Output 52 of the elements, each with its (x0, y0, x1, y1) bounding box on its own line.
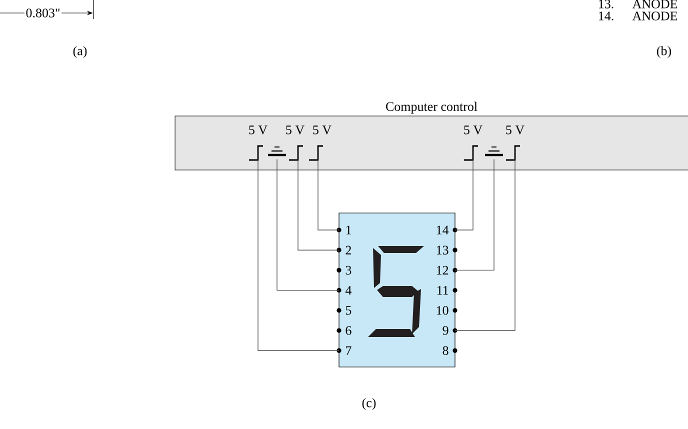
node-label: 12 (436, 266, 448, 275)
pin: 10 (436, 306, 458, 315)
display-chip (338, 212, 456, 368)
pin-name: ANODE (632, 12, 678, 20)
pulse-source: 5 V (506, 126, 524, 161)
pin-number: 14. (599, 12, 614, 20)
ground-symbol (268, 146, 286, 156)
wire (318, 159, 340, 230)
node-label: 10 (436, 306, 448, 315)
pin: 5 (336, 306, 352, 315)
pin: 9 (442, 326, 458, 335)
pulse-source: 5 V (309, 126, 332, 161)
node-label: 13 (436, 246, 448, 254)
node-label: 11 (437, 286, 448, 295)
figure-label: (c) (362, 398, 376, 410)
node-label: 9 (442, 326, 448, 335)
wire (454, 159, 516, 331)
figure-label: (a) (73, 46, 87, 58)
pin: 3 (336, 266, 352, 275)
node-label: 7 (346, 346, 352, 355)
node-label: 3 (346, 266, 352, 275)
pin: 4 (336, 286, 352, 295)
node-label: 4 (345, 286, 352, 295)
node-label: 8 (442, 346, 448, 355)
wire (454, 159, 474, 230)
pin: 6 (336, 326, 352, 335)
pin: 8 (442, 346, 458, 355)
pin: 7 (336, 346, 352, 355)
pin: 1 (336, 226, 351, 234)
node-label: 5 (346, 306, 352, 315)
pin: 2 (336, 246, 351, 254)
pin: 13 (436, 246, 458, 254)
wire (276, 158, 340, 291)
pin: 11 (437, 286, 458, 295)
pin: 12 (436, 266, 458, 274)
pulse-source: 5 V (286, 126, 304, 161)
node-label: 6 (346, 326, 352, 335)
ground-symbol (485, 146, 503, 156)
node-label: 2 (346, 246, 351, 254)
node-label: Computer control (386, 102, 478, 114)
node-label: 14 (436, 226, 449, 234)
pin: 14 (436, 226, 458, 234)
wire (258, 159, 340, 351)
dimension-label: 0.803" (26, 8, 60, 18)
pulse-source: 5 V (464, 126, 482, 161)
node-label: 1 (346, 226, 351, 234)
pulse-source: 5 V (249, 126, 268, 161)
pin-number: 13. (599, 0, 614, 8)
wire (454, 158, 494, 271)
wire (298, 159, 340, 250)
figure-label: (b) (657, 46, 672, 58)
pin-name: ANODE (632, 0, 678, 8)
